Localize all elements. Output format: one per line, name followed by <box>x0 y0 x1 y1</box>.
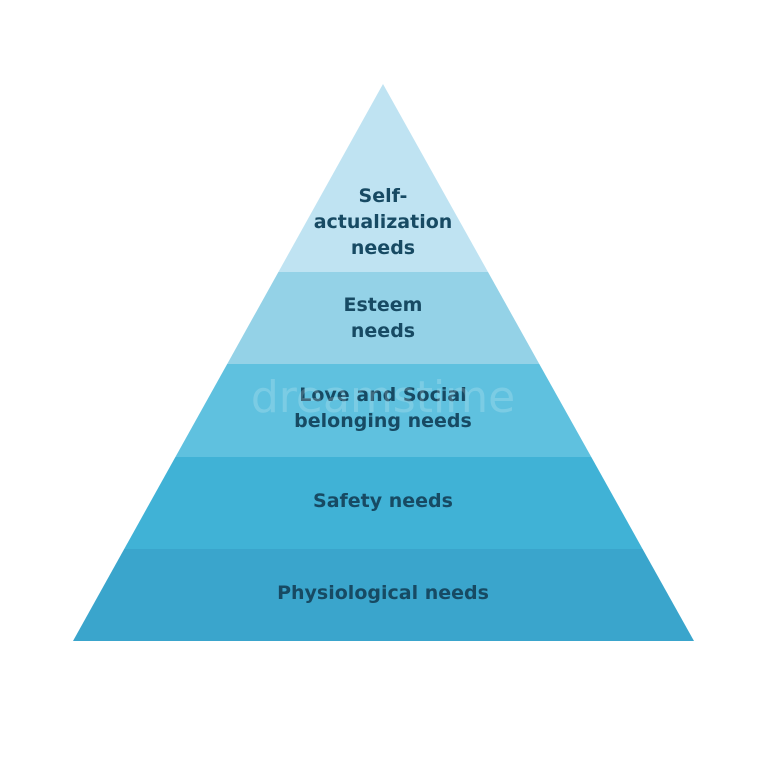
pyramid-layers <box>73 84 694 641</box>
label-self-actualization-line-3: needs <box>351 237 415 259</box>
label-self-actualization-line-2: actualization <box>314 211 453 233</box>
label-esteem-line-2: needs <box>351 320 415 342</box>
layer-physiological <box>73 549 694 641</box>
label-love-belonging-line-1: Love and Social <box>299 384 466 406</box>
layer-safety <box>124 457 643 549</box>
layer-self-actualization <box>278 84 488 272</box>
layer-love-belonging <box>175 364 592 457</box>
layer-esteem <box>227 272 540 364</box>
label-physiological: Physiological needs <box>277 582 489 604</box>
label-safety: Safety needs <box>313 490 453 512</box>
pyramid-labels: Self- actualization needs Esteem needs L… <box>277 185 489 604</box>
label-self-actualization-line-1: Self- <box>359 185 408 207</box>
watermark-text: dreamstime <box>251 372 515 423</box>
label-esteem-line-1: Esteem <box>344 294 423 316</box>
label-love-belonging-line-2: belonging needs <box>294 410 472 432</box>
